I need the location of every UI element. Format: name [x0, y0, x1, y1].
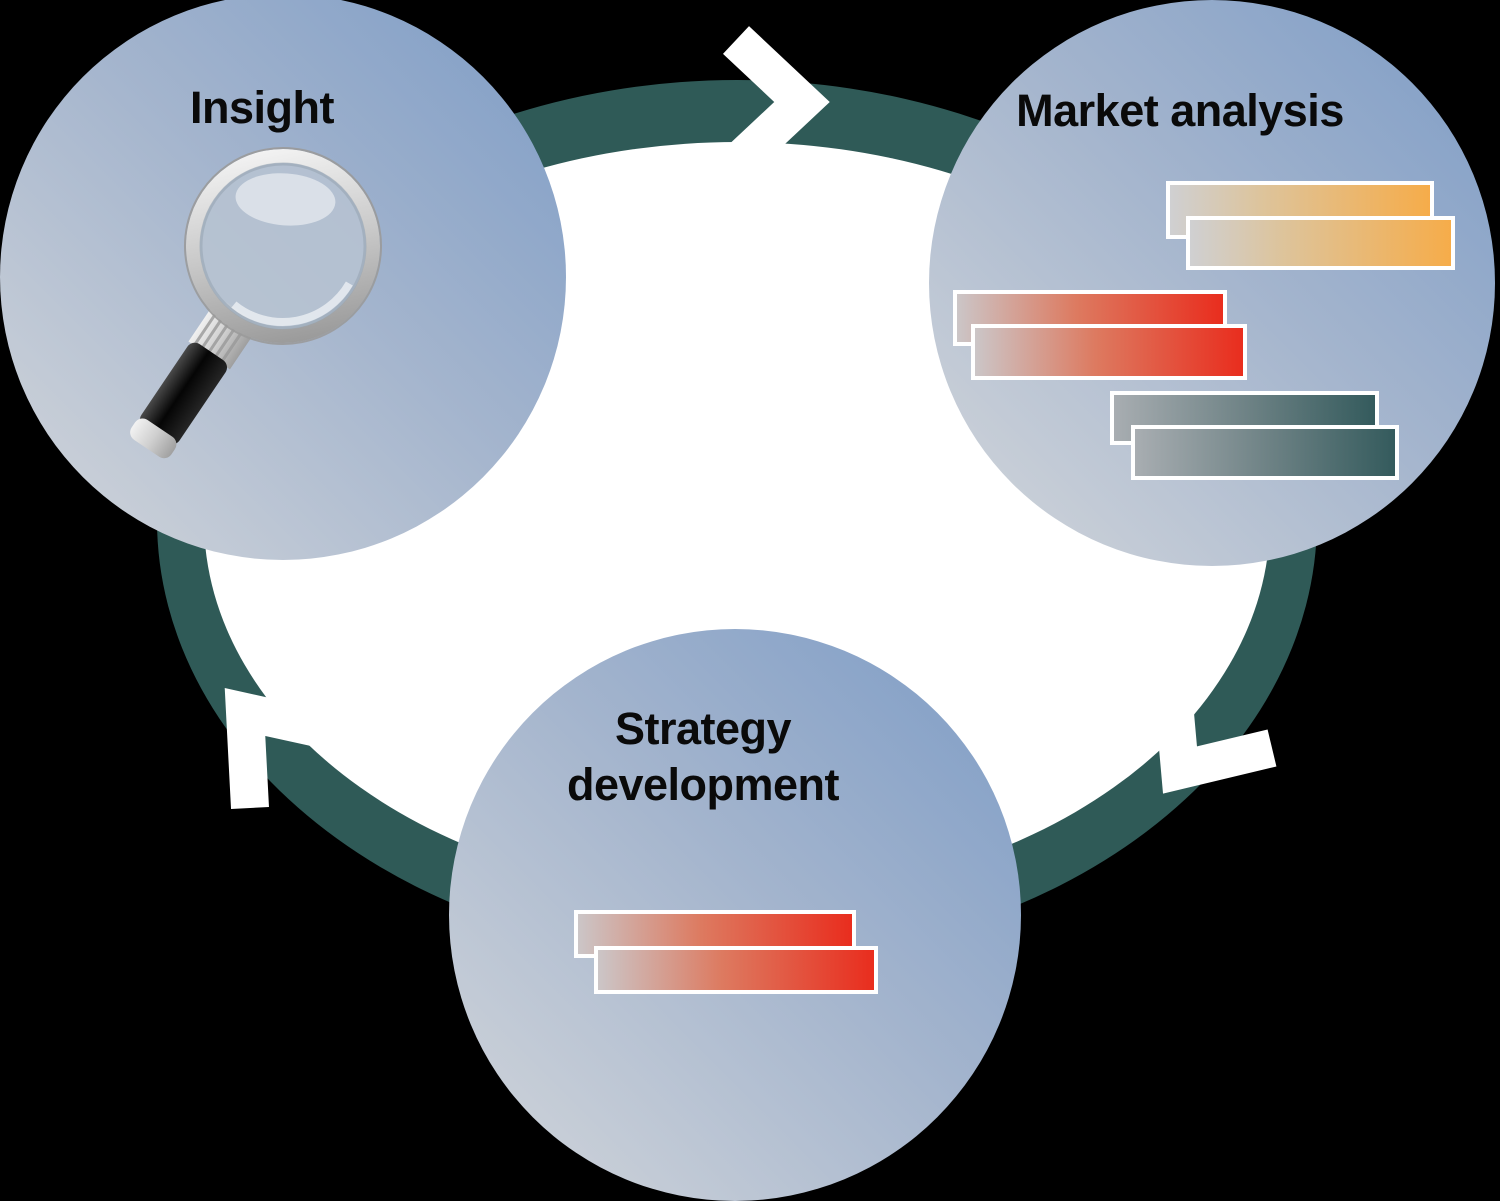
arrow-strategy-to-insight-icon	[224, 688, 345, 809]
node-label-market-analysis: Market analysis	[1016, 85, 1344, 136]
node-label-strategy-line2: development	[566, 759, 840, 810]
market-bar-teal-front	[1131, 425, 1399, 480]
market-bar-red-front	[971, 324, 1247, 380]
strategy-bar-red-front	[594, 946, 878, 994]
magnifier-collar	[188, 304, 255, 370]
magnifier-handle	[139, 342, 227, 445]
node-label-insight: Insight	[190, 82, 334, 133]
magnifier-collar-ribs	[194, 309, 246, 363]
magnifier-lens-highlight	[235, 173, 336, 226]
magnifier-handle-cap	[130, 418, 177, 459]
magnifier-rim	[186, 149, 380, 343]
market-bar-orange-front	[1186, 216, 1455, 270]
magnifier-lens-sheen	[231, 281, 353, 326]
magnifier-rim-edge	[184, 147, 382, 345]
node-label-strategy-development: Strategy development	[566, 701, 840, 813]
magnifier-rim-inner-shadow	[199, 162, 367, 330]
magnifier-icon	[130, 147, 382, 459]
arrow-market-to-strategy-icon	[1153, 678, 1277, 794]
market-bar-stack-icon	[953, 181, 1455, 480]
strategy-bar-stack-icon	[574, 910, 878, 994]
arrow-insight-to-market-icon	[722, 26, 830, 176]
node-label-strategy-line1: Strategy	[614, 703, 792, 754]
